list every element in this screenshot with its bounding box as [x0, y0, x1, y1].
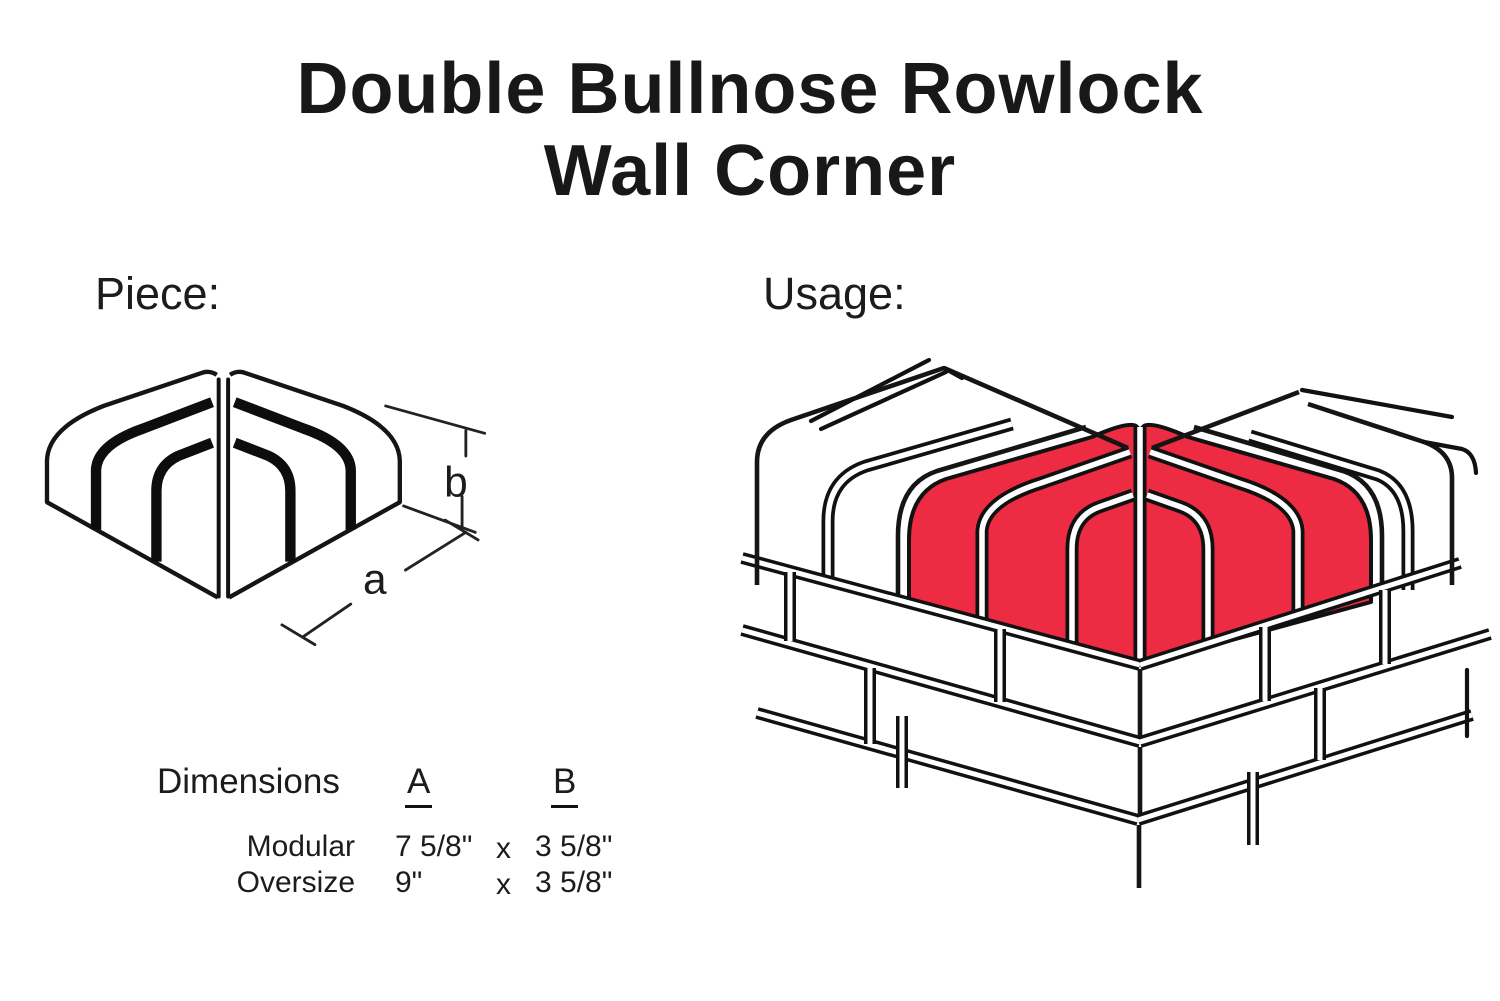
- row-modular-sep: x: [496, 832, 511, 865]
- column-b-header: B: [551, 762, 579, 808]
- left-wall-back-edge: [943, 365, 1129, 451]
- usage-diagram: [730, 357, 1500, 888]
- dim-b-label: b: [444, 459, 468, 506]
- table-header: Dimensions: [157, 762, 340, 801]
- row-oversize-a: 9": [395, 866, 423, 899]
- page-title: Double Bullnose Rowlock Wall Corner: [0, 48, 1500, 212]
- dimension-line-a: [301, 530, 468, 639]
- left-apex-tick: [941, 365, 965, 381]
- dim-a-label: a: [363, 556, 387, 603]
- piece-center-joint: [216, 377, 231, 599]
- extension-line-bottom: [402, 504, 477, 534]
- row-modular-a: 7 5/8": [395, 830, 473, 863]
- title-line-2: Wall Corner: [543, 131, 957, 211]
- right-far-edge-line: [1299, 387, 1455, 420]
- right-far-edge-hook: [1421, 439, 1479, 476]
- row-modular-name: Modular: [246, 830, 355, 863]
- corner-vertical-edges: [1136, 667, 1470, 888]
- row-oversize-name: Oversize: [236, 866, 355, 899]
- row-modular-b: 3 5/8": [535, 830, 613, 863]
- piece-left-half-outline: [44, 369, 219, 600]
- row-oversize-sep: x: [496, 868, 511, 901]
- piece-diagram: b a: [44, 369, 487, 647]
- wall-edges: [754, 357, 1479, 585]
- left-inner-arc: [151, 437, 214, 562]
- piece-dimension-lines: b a: [280, 404, 487, 647]
- right-wall-back-edge: [1151, 389, 1300, 451]
- red-boundary-joints: [895, 424, 1385, 600]
- dimension-ticks-a: [280, 518, 480, 647]
- piece-section-label: Piece:: [95, 268, 221, 319]
- piece-bullnose-arcs: [90, 397, 356, 562]
- usage-section-label: Usage:: [763, 268, 906, 319]
- dimension-line-b: [460, 429, 468, 529]
- piece-outline: [44, 369, 402, 600]
- title-line-1: Double Bullnose Rowlock: [296, 49, 1204, 129]
- left-wall-end-edge: [754, 365, 945, 585]
- extension-line-top: [384, 404, 487, 435]
- column-a-header: A: [405, 762, 433, 808]
- row-oversize-b: 3 5/8": [535, 866, 613, 899]
- right-outer-arc: [232, 397, 356, 530]
- piece-right-half-outline: [227, 369, 402, 600]
- left-outer-arc: [90, 397, 214, 530]
- right-inner-arc: [232, 437, 296, 562]
- left-far-edge-lines: [808, 357, 949, 432]
